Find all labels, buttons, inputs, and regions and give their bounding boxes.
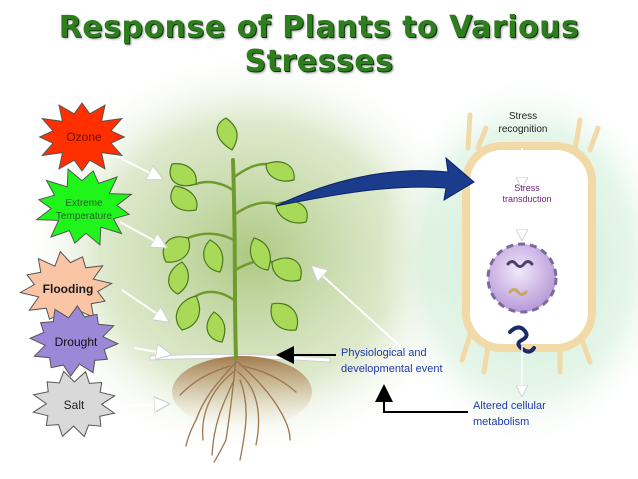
nucleus bbox=[486, 242, 558, 314]
stress-star-ozone bbox=[38, 102, 126, 172]
title-line-1: Response of Plants to Various bbox=[58, 10, 580, 45]
stress-label-flooding: Flooding bbox=[42, 282, 94, 296]
leaf bbox=[270, 302, 299, 331]
leaf bbox=[265, 161, 295, 182]
stress-star-flooding bbox=[19, 250, 113, 326]
stress-label-extreme-temperature: Extreme Temperature bbox=[55, 198, 113, 222]
leaf bbox=[216, 117, 238, 151]
stress-arrows bbox=[111, 153, 401, 406]
roots bbox=[179, 355, 297, 463]
physiological-event-label: Physiological and developmental event bbox=[341, 347, 443, 375]
protein-icon bbox=[508, 325, 536, 354]
leaf bbox=[162, 236, 191, 263]
leaf bbox=[271, 257, 302, 282]
plant-cell bbox=[459, 112, 601, 394]
dna-strand-icon bbox=[506, 260, 534, 268]
leaf bbox=[206, 311, 226, 343]
signal-arrow bbox=[275, 156, 475, 207]
stress-star-drought bbox=[28, 305, 120, 377]
plant-background-glow bbox=[20, 50, 480, 460]
stress-transduction-label: Stress transduction bbox=[502, 183, 552, 204]
leaf bbox=[168, 261, 189, 295]
stress-star-extreme-temperature bbox=[35, 168, 133, 246]
stress-star-salt bbox=[32, 370, 116, 438]
leaf bbox=[169, 163, 197, 187]
feedback-arrows bbox=[276, 346, 468, 413]
title-line-2: Stresses bbox=[244, 44, 394, 79]
altered-metabolism-label: Altered cellular metabolism bbox=[473, 400, 546, 428]
leaf bbox=[175, 295, 201, 331]
plant-leaves bbox=[162, 117, 308, 343]
mrna-strand-icon bbox=[508, 288, 528, 296]
leaf bbox=[170, 185, 198, 212]
leaf bbox=[249, 237, 271, 271]
stress-label-ozone: Ozone bbox=[66, 130, 102, 144]
stress-label-drought: Drought bbox=[54, 335, 98, 349]
stress-label-salt: Salt bbox=[63, 398, 85, 412]
leaf bbox=[203, 239, 224, 273]
stress-recognition-label: Stress recognition bbox=[498, 111, 548, 135]
